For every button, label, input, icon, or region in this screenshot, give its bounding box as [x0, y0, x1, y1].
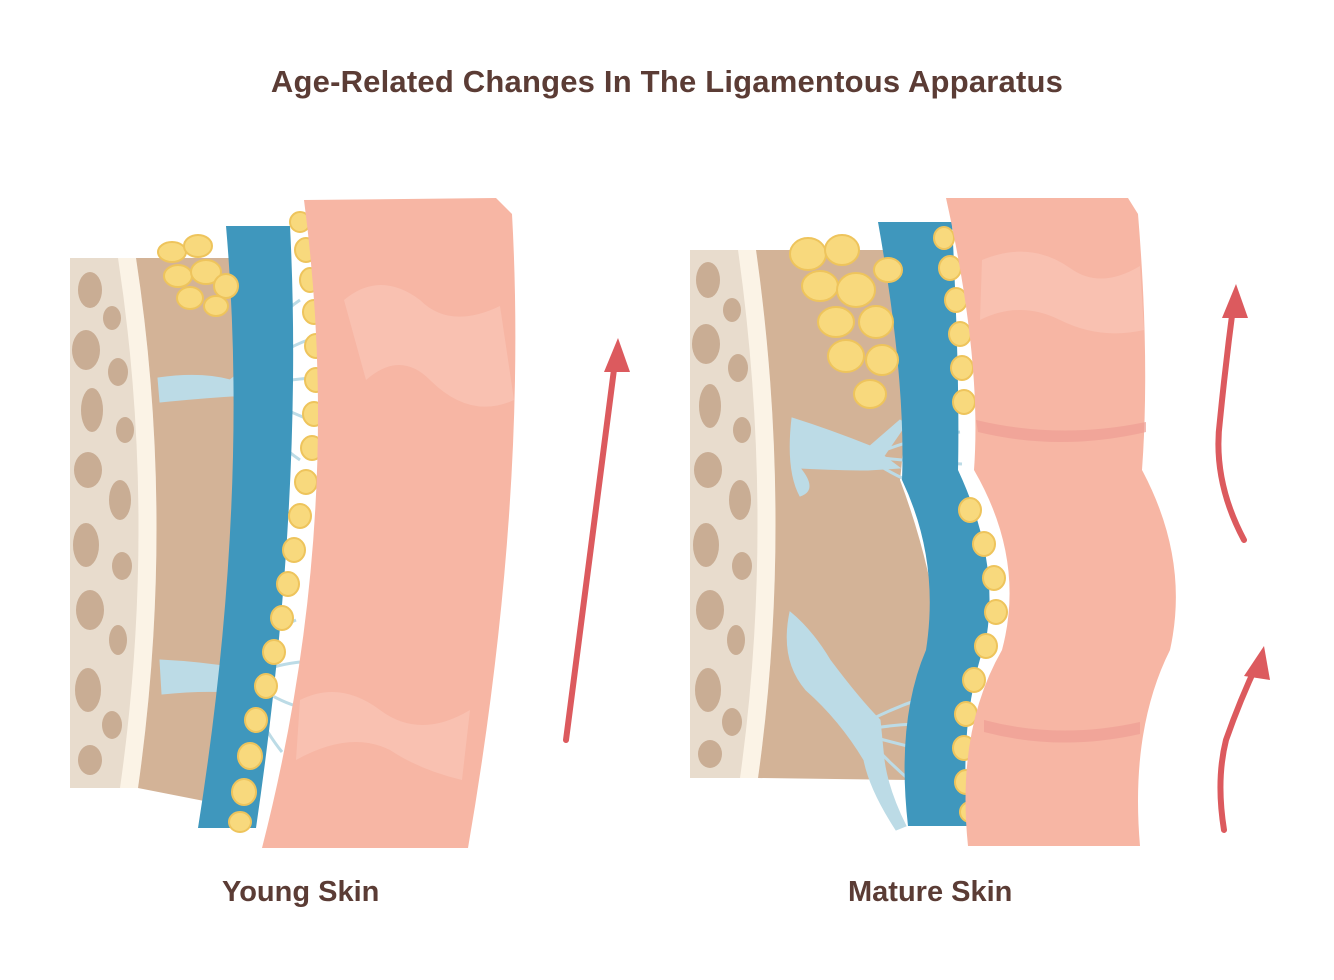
mature-deep-fat — [789, 234, 903, 409]
mature-skin-fold-upper — [976, 420, 1146, 442]
mature-fascia-layer — [878, 222, 990, 826]
diagram-title: Age-Related Changes In The Ligamentous A… — [270, 64, 1064, 99]
mature-skin-caption: Mature Skin — [848, 876, 1013, 908]
mature-bone-pores — [692, 262, 752, 768]
young-periosteum-layer — [118, 258, 157, 788]
mature-skin-fold-lower — [984, 720, 1140, 743]
mature-direction-arrow-upper — [1215, 284, 1248, 543]
young-direction-arrow — [563, 338, 630, 743]
young-skin-texture-lower — [296, 692, 470, 780]
mature-skin-layer — [946, 198, 1176, 846]
mature-skin-illustration — [690, 198, 1270, 846]
mature-skin-texture — [980, 251, 1144, 334]
mature-direction-arrow-lower — [1217, 646, 1270, 833]
young-skin-texture — [344, 285, 514, 407]
young-bone-pores — [72, 272, 134, 775]
mature-bone-layer — [690, 250, 764, 778]
young-skin-caption: Young Skin — [222, 876, 380, 908]
mature-periosteum-layer — [738, 250, 776, 778]
young-deep-fat — [157, 234, 239, 317]
young-skin-illustration — [70, 198, 630, 848]
